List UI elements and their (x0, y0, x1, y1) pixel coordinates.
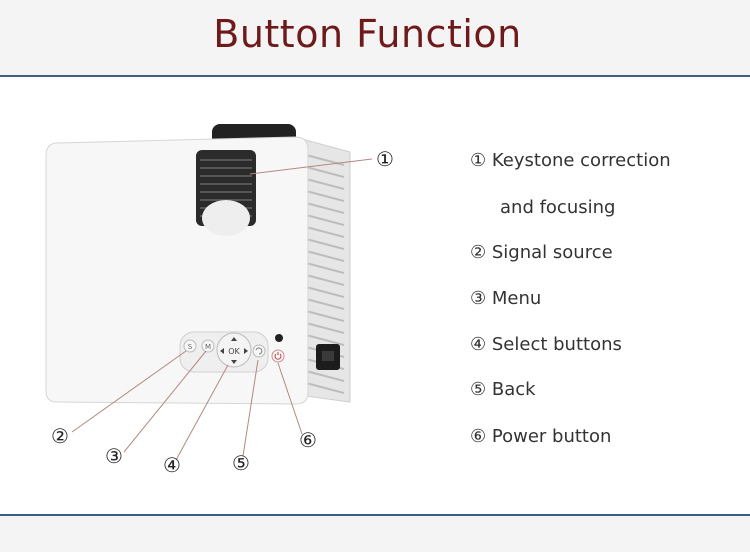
back-icon (255, 347, 263, 355)
ir-sensor (275, 334, 283, 342)
legend-item-signal: ② Signal source (470, 242, 613, 263)
ok-button-label: OK (228, 347, 240, 356)
power-socket-pins (322, 351, 334, 361)
menu-button (201, 339, 215, 353)
legend-item-menu: ③ Menu (470, 288, 542, 309)
power-icon (274, 352, 282, 360)
callout-4: ④ (163, 453, 181, 477)
header-bar (0, 0, 750, 77)
page-title: Button Function (213, 12, 522, 56)
select-dpad (216, 332, 252, 368)
legend-item-select: ④ Select buttons (470, 334, 622, 355)
dpad-arrows (220, 337, 248, 364)
menu-button-label: M (205, 343, 211, 351)
callout-6: ⑥ (299, 428, 317, 452)
source-button (183, 339, 197, 353)
callout-3: ③ (105, 444, 123, 468)
vent-grille (305, 154, 345, 394)
footer-bar (0, 514, 750, 552)
power-button (271, 349, 285, 363)
callout-5: ⑤ (232, 451, 250, 475)
legend-item-keystone: ① Keystone correction (470, 150, 671, 171)
legend-item-keystone-cont: and focusing (500, 197, 616, 218)
callout-numbers: ① ② ③ ④ ⑤ ⑥ (51, 147, 394, 477)
callout-lines (71, 158, 373, 461)
projector-body (45, 136, 309, 405)
back-button (252, 344, 266, 358)
callout-1: ① (376, 147, 394, 171)
source-button-label: S (188, 343, 193, 351)
lens-housing (202, 200, 250, 236)
legend-item-power: ⑥ Power button (470, 426, 612, 447)
callout-2: ② (51, 424, 69, 448)
legend-item-back: ⑤ Back (470, 379, 536, 400)
